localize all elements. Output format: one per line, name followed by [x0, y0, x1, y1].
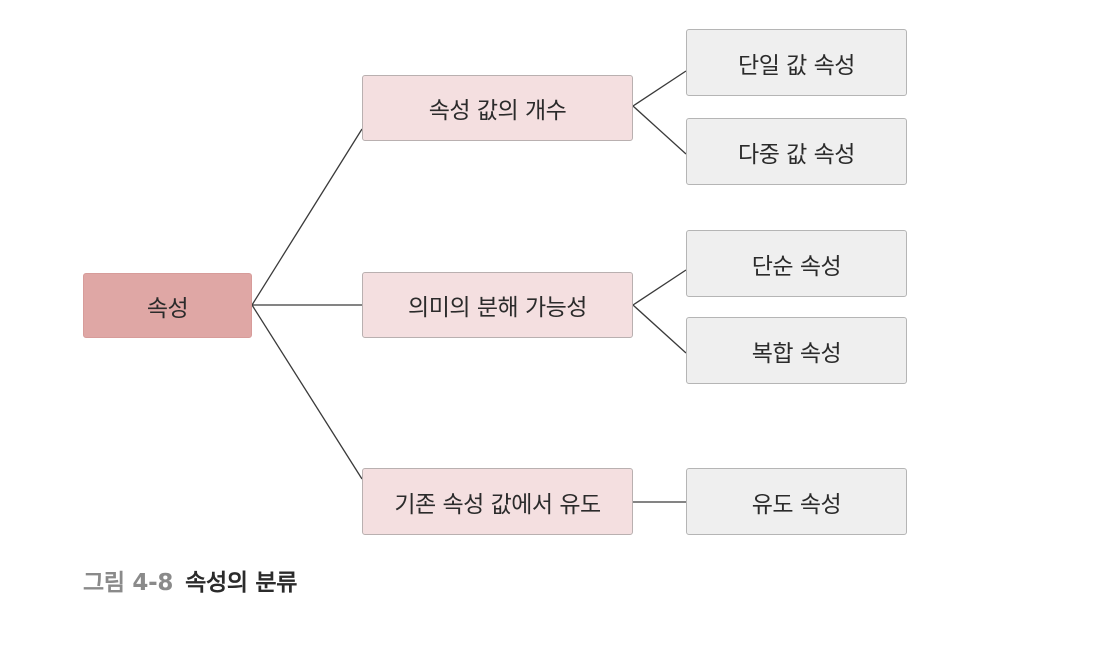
root-node-attribute: 속성	[83, 273, 252, 338]
branch-node-label: 속성 값의 개수	[428, 98, 567, 124]
leaf-node-composite: 복합 속성	[686, 317, 907, 384]
leaf-node-simple: 단순 속성	[686, 230, 907, 297]
branch-node-value-count: 속성 값의 개수	[362, 75, 633, 141]
connector-branch-1-to-leaf-3	[632, 304, 687, 354]
leaf-node-label: 단순 속성	[751, 253, 842, 280]
leaf-node-single-valued: 단일 값 속성	[686, 29, 907, 96]
connector-root-to-branch-2	[251, 304, 363, 480]
branch-node-label: 의미의 분해 가능성	[408, 295, 587, 321]
connector-branch-1-to-leaf-2	[632, 269, 687, 306]
connector-root-to-branch-0	[251, 128, 363, 306]
branch-node-derivation: 기존 속성 값에서 유도	[362, 468, 633, 535]
branch-node-decomposability: 의미의 분해 가능성	[362, 272, 633, 338]
leaf-node-derived: 유도 속성	[686, 468, 907, 535]
root-node-label: 속성	[146, 295, 189, 322]
figure-caption: 그림 4-8 속성의 분류	[83, 563, 297, 597]
leaf-node-label: 복합 속성	[751, 340, 842, 367]
figure-title: 속성의 분류	[185, 570, 298, 596]
leaf-node-label: 유도 속성	[751, 491, 842, 518]
connector-branch-0-to-leaf-1	[632, 105, 687, 155]
leaf-node-label: 다중 값 속성	[738, 141, 855, 168]
branch-node-label: 기존 속성 값에서 유도	[394, 491, 601, 518]
leaf-node-multi-valued: 다중 값 속성	[686, 118, 907, 185]
figure-number: 그림 4-8	[83, 570, 174, 596]
leaf-node-label: 단일 값 속성	[738, 52, 855, 79]
connector-branch-0-to-leaf-0	[632, 70, 687, 107]
